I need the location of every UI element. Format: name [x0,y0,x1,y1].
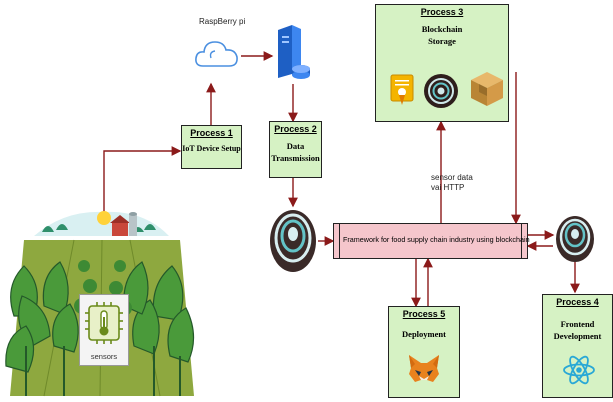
sensor-card: sensors [79,294,129,366]
process-3-name-line1: Blockchain [421,24,463,34]
process-4-title: Process 4 [556,297,599,307]
process-2-box: Process 2 Data Transmission [269,121,322,178]
arrow-sensors-to-process1 [103,146,182,228]
metamask-fox-icon [409,355,439,382]
process-4-name-line2: Development [553,331,602,341]
blockchain-coin-icon [424,74,458,108]
process-1-box: Process 1 IoT Device Setup [181,125,242,169]
http-label-line1: sensor data [431,173,473,182]
react-atom-icon [563,355,595,385]
process-5-title: Process 5 [402,309,446,319]
framework-bar-left-rule [339,224,340,258]
sensors-label: sensors [90,352,118,361]
process-2-title: Process 2 [274,124,317,134]
process-5-name: Deployment [402,329,446,339]
server-icon [278,25,310,79]
blockchain-block-icon [471,72,503,106]
process-3-name-line2: Storage [428,36,456,46]
process-2-name-line1: Data [286,141,305,151]
raspberry-pi-label: RaspBerry pi [199,17,246,26]
process-5-box: Process 5 Deployment [388,306,460,398]
process-1-name: IoT Device Setup [182,144,241,153]
framework-label: Framework for food supply chain industry… [343,235,530,244]
process-2-name-line2: Transmission [271,153,320,163]
cryptocurrency-coin-right-icon [556,216,594,262]
cloud-icon [195,41,238,67]
framework-bar-right-rule [521,224,522,258]
certificate-icon [390,74,414,105]
process-1-title: Process 1 [190,128,233,138]
cryptocurrency-coin-icon [270,210,316,272]
framework-bar: Framework for food supply chain industry… [333,223,530,259]
process-3-title: Process 3 [420,7,464,17]
sensor-chip-icon [85,302,123,344]
http-label-line2: vai HTTP [431,183,465,192]
process-4-name-line1: Frontend [560,319,595,329]
